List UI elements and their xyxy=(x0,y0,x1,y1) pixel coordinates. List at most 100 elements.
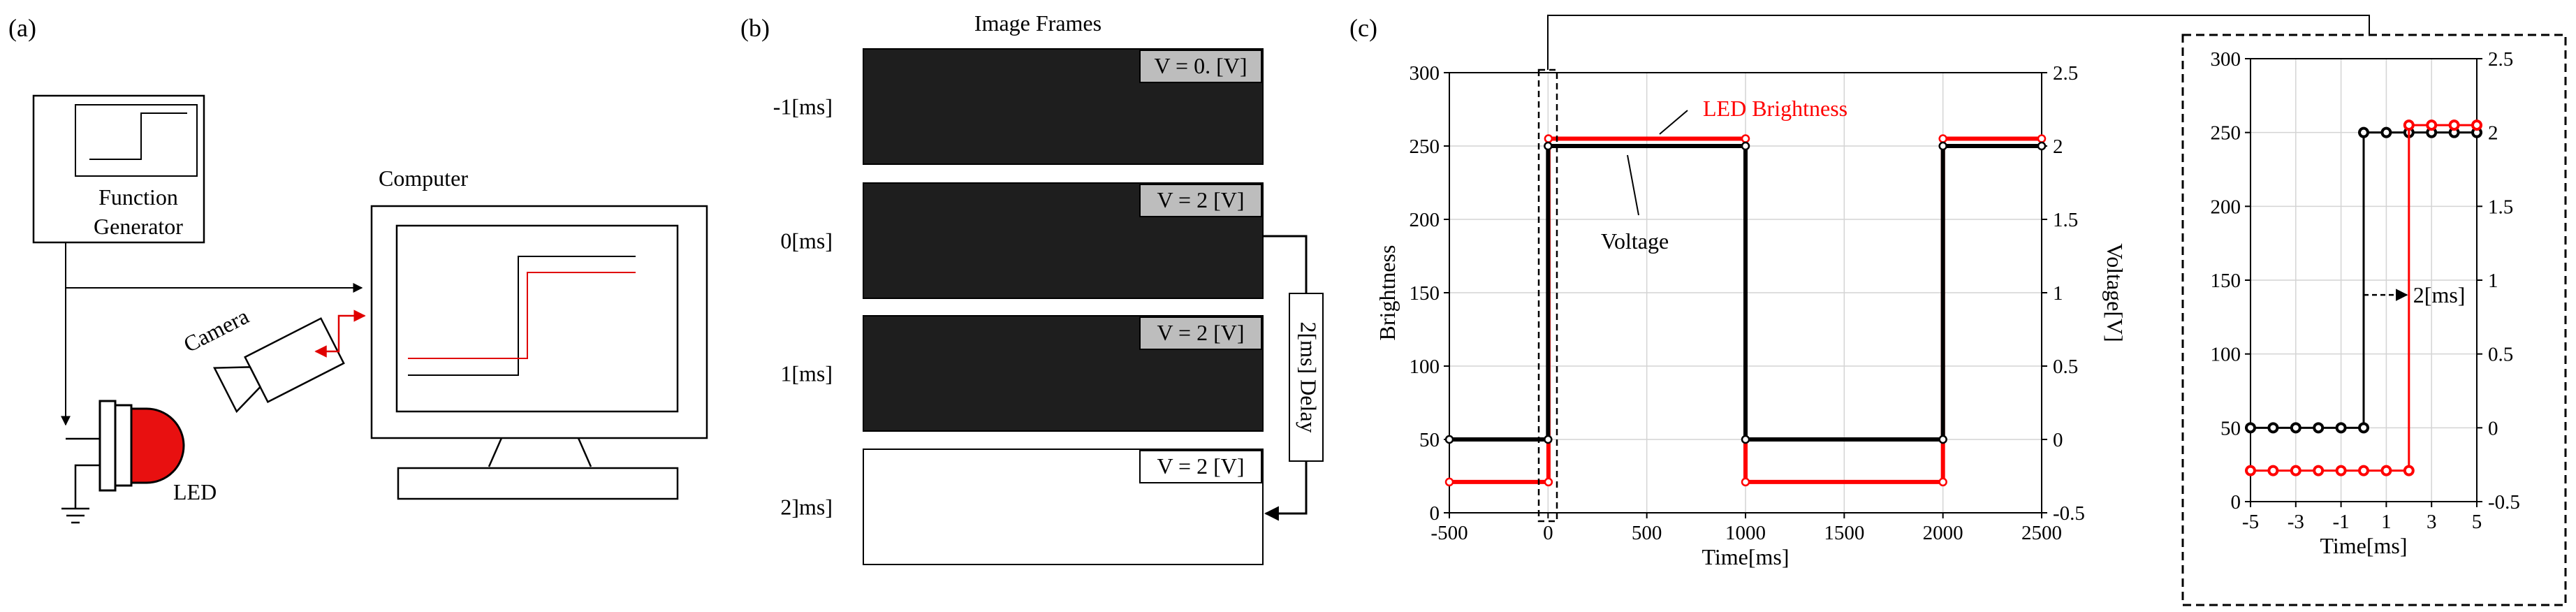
inset-ytick-label-1: 50 xyxy=(2220,417,2241,439)
main-xtick-label-5: 2000 xyxy=(1923,522,1963,544)
inset-series-1-point-3 xyxy=(2313,465,2325,476)
inset-series-1-point-8 xyxy=(2403,119,2415,131)
inset-series-1-point-7 xyxy=(2403,465,2415,476)
frame-time-label-0: -1[ms] xyxy=(773,94,833,119)
panel-a: (a) Function Generator LED Camera xyxy=(8,14,708,524)
inset-series-0-point-1 xyxy=(2267,422,2279,434)
inset-xtick-label-2: -1 xyxy=(2333,511,2350,533)
main-brightness-legend: LED Brightness xyxy=(1703,96,1847,121)
main-y2tick-label-4: 1.5 xyxy=(2053,209,2078,231)
delay-box xyxy=(1289,293,1324,462)
zoom-inset-frame xyxy=(2181,34,2567,606)
inset-delay-label: 2[ms] xyxy=(2413,282,2466,307)
camera-label: Camera xyxy=(180,303,253,357)
main-series-0-point-3 xyxy=(1741,134,1750,143)
main-series-1-point-1 xyxy=(1544,435,1553,444)
main-y2tick-label-0: -0.5 xyxy=(2053,502,2085,525)
main-xtick-label-4: 1500 xyxy=(1824,522,1864,544)
main-series-1-point-3 xyxy=(1741,141,1750,151)
main-series-0-point-2 xyxy=(1544,134,1553,143)
main-y2tick-label-3: 1 xyxy=(2053,282,2063,305)
inset-ytick-label-0: 0 xyxy=(2231,491,2241,513)
keyboard xyxy=(397,467,679,500)
inset-xtick-label-5: 5 xyxy=(2472,511,2482,533)
main-ytick-label-3: 150 xyxy=(1410,282,1440,305)
arrow-camera-computer xyxy=(314,309,366,358)
delay-label: 2[ms] Delay xyxy=(1296,321,1322,432)
main-y2tick-label-1: 0 xyxy=(2053,429,2063,451)
main-series-0-point-4 xyxy=(1741,477,1750,487)
inset-series-1-point-6 xyxy=(2380,465,2392,476)
inset-series-0-point-0 xyxy=(2245,422,2256,434)
frame-voltage-box-1 xyxy=(1139,184,1262,217)
inset-ytick-label-6: 300 xyxy=(2211,48,2241,71)
image-frames-title: Image Frames xyxy=(974,10,1102,36)
led-label: LED xyxy=(173,479,217,504)
screen-voltage-trace xyxy=(408,256,636,376)
panel-a-label: (a) xyxy=(8,14,36,42)
main-series-1-point-0 xyxy=(1444,435,1454,444)
main-xtick-label-6: 2500 xyxy=(2021,522,2062,544)
monitor-stand-right xyxy=(577,437,592,467)
inset-ytick-label-5: 250 xyxy=(2211,122,2241,145)
inset-ytick-label-3: 150 xyxy=(2211,270,2241,292)
image-frames: -1[ms]V = 0. [V]0[ms]V = 2 [V]1[ms]V = 2… xyxy=(773,48,1264,565)
computer-screen xyxy=(395,224,679,413)
panel-b-label: (b) xyxy=(740,14,770,42)
main-y2tick-label-6: 2.5 xyxy=(2053,62,2078,85)
inset-xtick-label-3: 1 xyxy=(2381,511,2392,533)
inset-series-0-point-6 xyxy=(2358,126,2369,138)
main-xlabel: Time[ms] xyxy=(1702,544,1789,569)
main-voltage-callout-line xyxy=(1627,154,1639,216)
frame-voltage-label-3: V = 2 [V] xyxy=(1157,453,1245,479)
frame-voltage-label-0: V = 0. [V] xyxy=(1155,53,1247,78)
function-generator-label-2: Generator xyxy=(94,214,183,239)
inset-y2tick-label-2: 0.5 xyxy=(2488,344,2513,366)
frame-time-label-2: 1[ms] xyxy=(780,361,833,386)
main-xtick-label-3: 1000 xyxy=(1725,522,1766,544)
main-ylabel: Brightness xyxy=(1375,245,1400,341)
inset-y2tick-label-6: 2.5 xyxy=(2488,48,2513,71)
main-series-1-point-2 xyxy=(1544,141,1553,151)
inset-series-1-point-0 xyxy=(2245,465,2256,476)
inset-series-1-point-5 xyxy=(2358,465,2369,476)
function-generator-screen xyxy=(75,104,198,177)
inset-series-1-point-9 xyxy=(2426,119,2438,131)
main-ytick-label-2: 100 xyxy=(1410,356,1440,378)
zoom-connector xyxy=(1547,15,2370,70)
inset-series-0-point-7 xyxy=(2380,126,2392,138)
inset-y2tick-label-5: 2 xyxy=(2488,122,2498,145)
main-series-1-point-7 xyxy=(2037,141,2047,151)
inset-series-0-point-4 xyxy=(2335,422,2347,434)
inset-y2tick-label-3: 1 xyxy=(2488,270,2498,292)
panel-c-label: (c) xyxy=(1349,14,1377,42)
main-series-1-point-4 xyxy=(1741,435,1750,444)
main-voltage-legend: Voltage xyxy=(1601,228,1669,254)
frame-voltage-box-2 xyxy=(1139,316,1262,350)
inset-series-0-point-3 xyxy=(2313,422,2325,434)
main-ytick-label-5: 250 xyxy=(1410,136,1440,158)
inset-series-1-point-11 xyxy=(2471,119,2482,131)
inset-y2tick-label-0: -0.5 xyxy=(2488,491,2520,513)
inset-series-1-point-10 xyxy=(2448,119,2460,131)
main-series-0-point-1 xyxy=(1544,477,1553,487)
main-series-1-point-6 xyxy=(1938,141,1947,151)
delay-bracket-top xyxy=(1263,235,1308,293)
main-series-0-point-6 xyxy=(1938,134,1947,143)
main-series-1-line xyxy=(1449,144,2042,442)
inset-series-1-point-4 xyxy=(2335,465,2347,476)
inset-ytick-label-4: 200 xyxy=(2211,196,2241,218)
frame-voltage-box-3 xyxy=(1139,450,1262,483)
main-ytick-label-4: 200 xyxy=(1410,209,1440,231)
inset-ytick-label-2: 100 xyxy=(2211,344,2241,366)
main-y2tick-label-5: 2 xyxy=(2053,136,2063,158)
main-y2tick-label-2: 0.5 xyxy=(2053,356,2078,378)
main-xtick-label-0: -500 xyxy=(1430,522,1468,544)
main-xtick-label-1: 0 xyxy=(1543,522,1553,544)
frame-voltage-box-0 xyxy=(1139,50,1262,83)
inset-xtick-label-0: -5 xyxy=(2242,511,2259,533)
main-ytick-label-1: 50 xyxy=(1419,429,1440,451)
frame-time-label-1: 0[ms] xyxy=(780,228,833,254)
